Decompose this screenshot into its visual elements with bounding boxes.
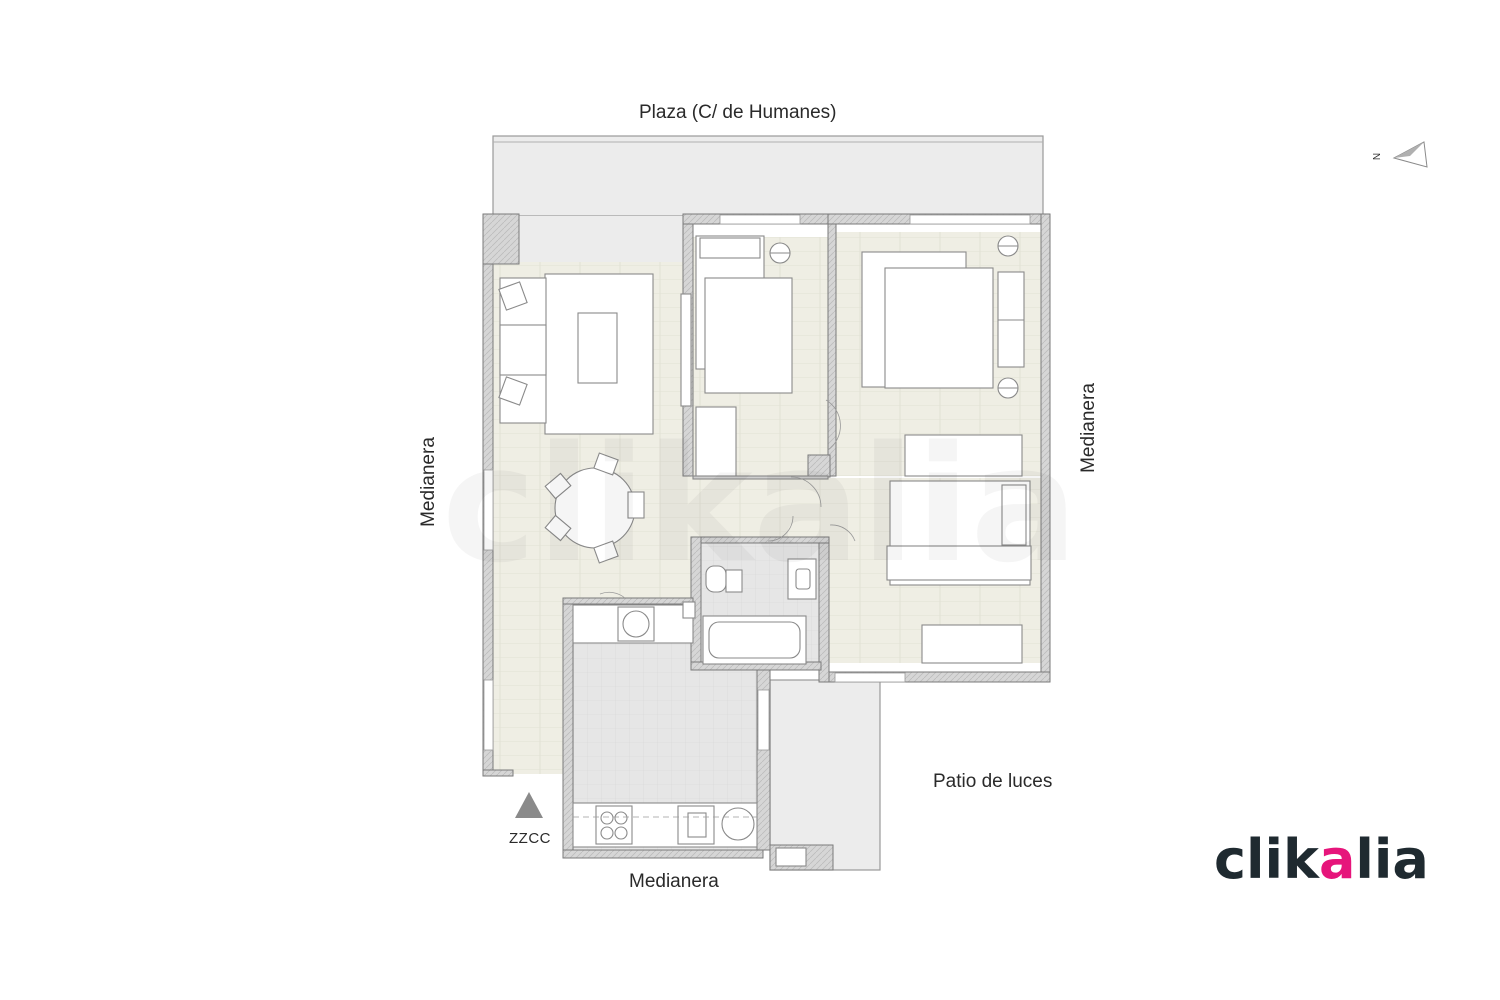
hob xyxy=(595,805,633,845)
light-well-label: Patio de luces xyxy=(933,771,1053,792)
common-areas-label: ZZCC xyxy=(509,830,551,847)
coffee-table xyxy=(577,312,618,384)
entrance-triangle xyxy=(515,792,543,818)
tv-unit xyxy=(680,293,692,407)
hall-floor xyxy=(691,477,828,539)
svg-text:clikalia: clikalia xyxy=(442,411,1079,598)
rear-terrace xyxy=(769,679,881,871)
north-arrow xyxy=(1392,141,1428,168)
shower-tray xyxy=(775,847,807,867)
wardrobe-3 xyxy=(921,624,1023,664)
wardrobe-2 xyxy=(904,434,1023,477)
front-terrace xyxy=(492,135,1044,217)
svg-text:clikalia: clikalia xyxy=(1214,828,1429,891)
water-heater xyxy=(721,807,755,841)
desk-1 xyxy=(695,406,737,478)
street-label: Plaza (C/ de Humanes) xyxy=(639,102,837,123)
clikalia-logo: clikalia xyxy=(1214,828,1429,891)
north-label: N xyxy=(1372,152,1384,161)
party-wall-bottom-label: Medianera xyxy=(629,871,719,892)
